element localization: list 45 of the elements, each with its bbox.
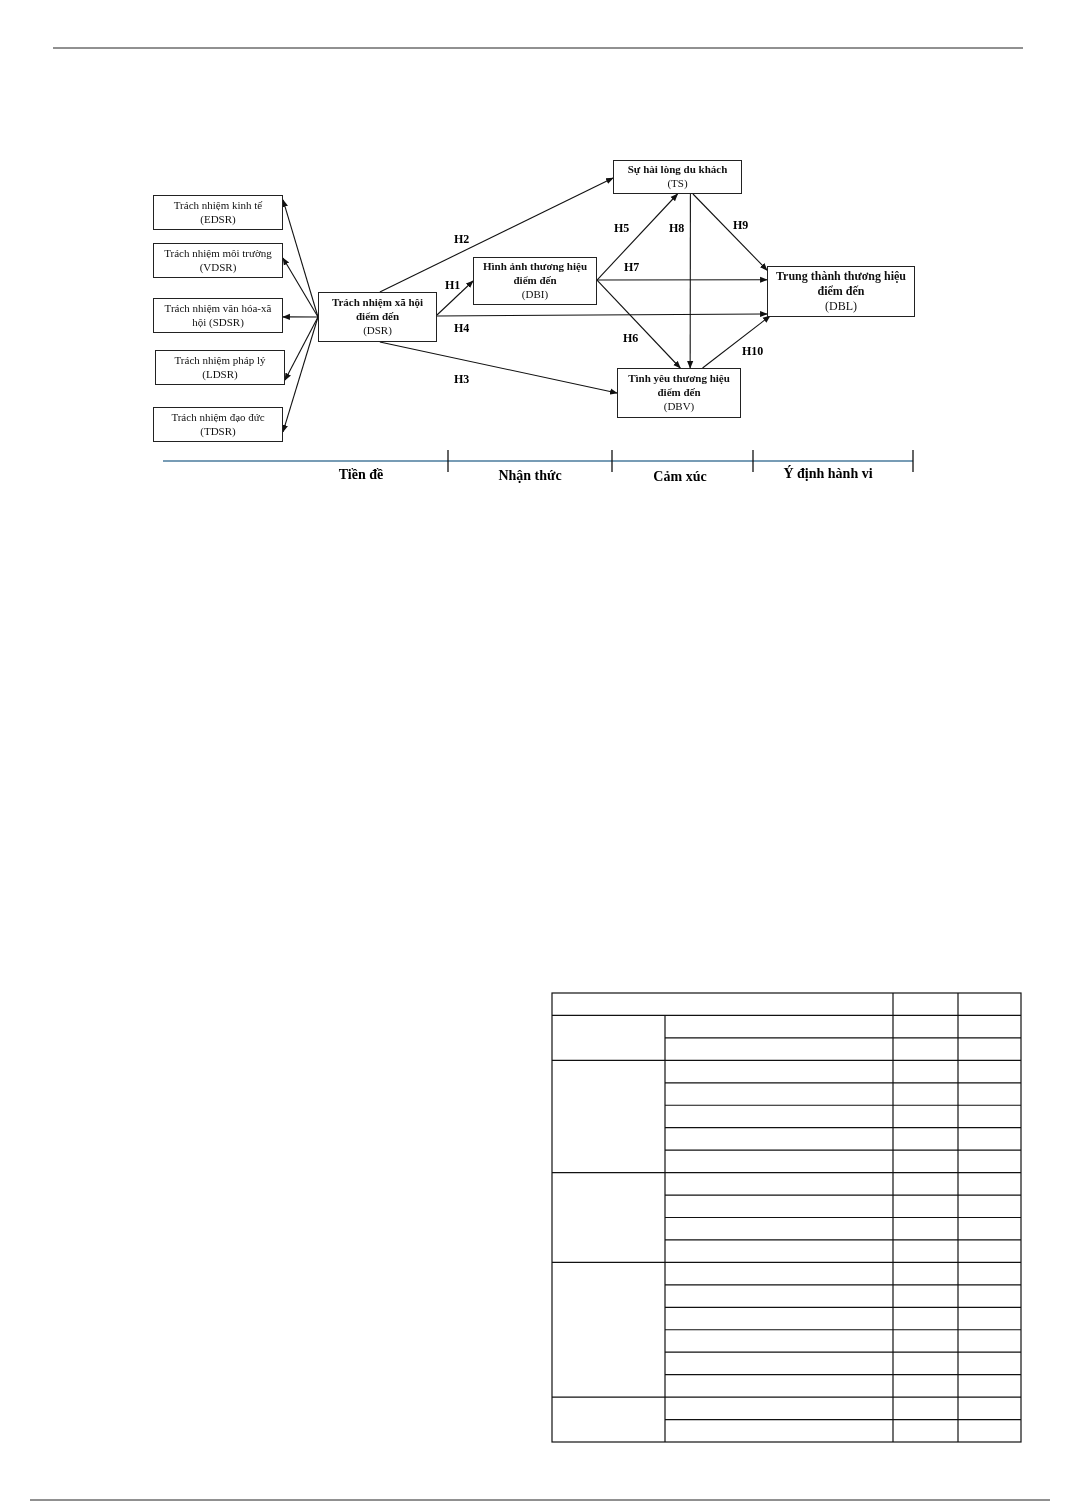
construct-code: (DBV) [663, 399, 695, 414]
stage-label: Nhận thức [498, 468, 562, 484]
construct-code: (DSR) [363, 323, 392, 338]
arrow [436, 280, 474, 316]
construct-name: Trung thành thương hiệu điểm đến [775, 269, 907, 299]
construct-name: Trách nhiệm đạo đức (TDSR) [170, 410, 266, 439]
arrow [282, 316, 319, 433]
arrow [282, 313, 319, 320]
construct-name: Tình yêu thương hiệu điểm đến [627, 372, 731, 400]
arrow [436, 310, 768, 318]
construct-name: Sự hài lòng du khách [627, 163, 728, 177]
arrow [692, 193, 768, 271]
arrow [687, 193, 694, 369]
construct-box [767, 266, 915, 317]
construct-box [318, 292, 437, 342]
construct-box [153, 407, 283, 442]
construct-code: (TS) [667, 177, 688, 191]
construct-box [617, 368, 741, 418]
construct-box [473, 257, 597, 305]
construct-box [153, 298, 283, 333]
construct-box [613, 160, 742, 194]
arrow [284, 316, 319, 381]
arrow [596, 193, 679, 281]
construct-code: (DBL) [825, 299, 857, 314]
arrow [282, 199, 319, 318]
arrow [282, 257, 319, 318]
construct-name: Trách nhiệm văn hóa-xã hội (SDSR) [163, 301, 273, 330]
construct-name: Trách nhiệm pháp lý (LDSR) [173, 353, 267, 382]
construct-name: Trách nhiệm kinh tế (EDSR) [172, 198, 264, 227]
construct-box [153, 243, 283, 278]
construct-name: Trách nhiệm môi trường (VDSR) [163, 246, 273, 275]
arrow [379, 177, 614, 293]
arrow [702, 315, 771, 369]
construct-box [153, 195, 283, 230]
stage-label: Tiền đề [338, 467, 384, 483]
construct-name: Hình ảnh thương hiệu điểm đến [481, 260, 589, 288]
arrow [596, 279, 681, 369]
arrow [596, 276, 768, 283]
stage-label: Cảm xúc [653, 469, 707, 485]
stage-label: Ý định hành vi [783, 466, 873, 482]
edge-label: H1 [444, 279, 462, 293]
arrow [379, 341, 618, 395]
construct-name: Trách nhiệm xã hội điểm đến [330, 296, 425, 324]
construct-code: (DBI) [521, 287, 549, 302]
construct-box [155, 350, 285, 385]
